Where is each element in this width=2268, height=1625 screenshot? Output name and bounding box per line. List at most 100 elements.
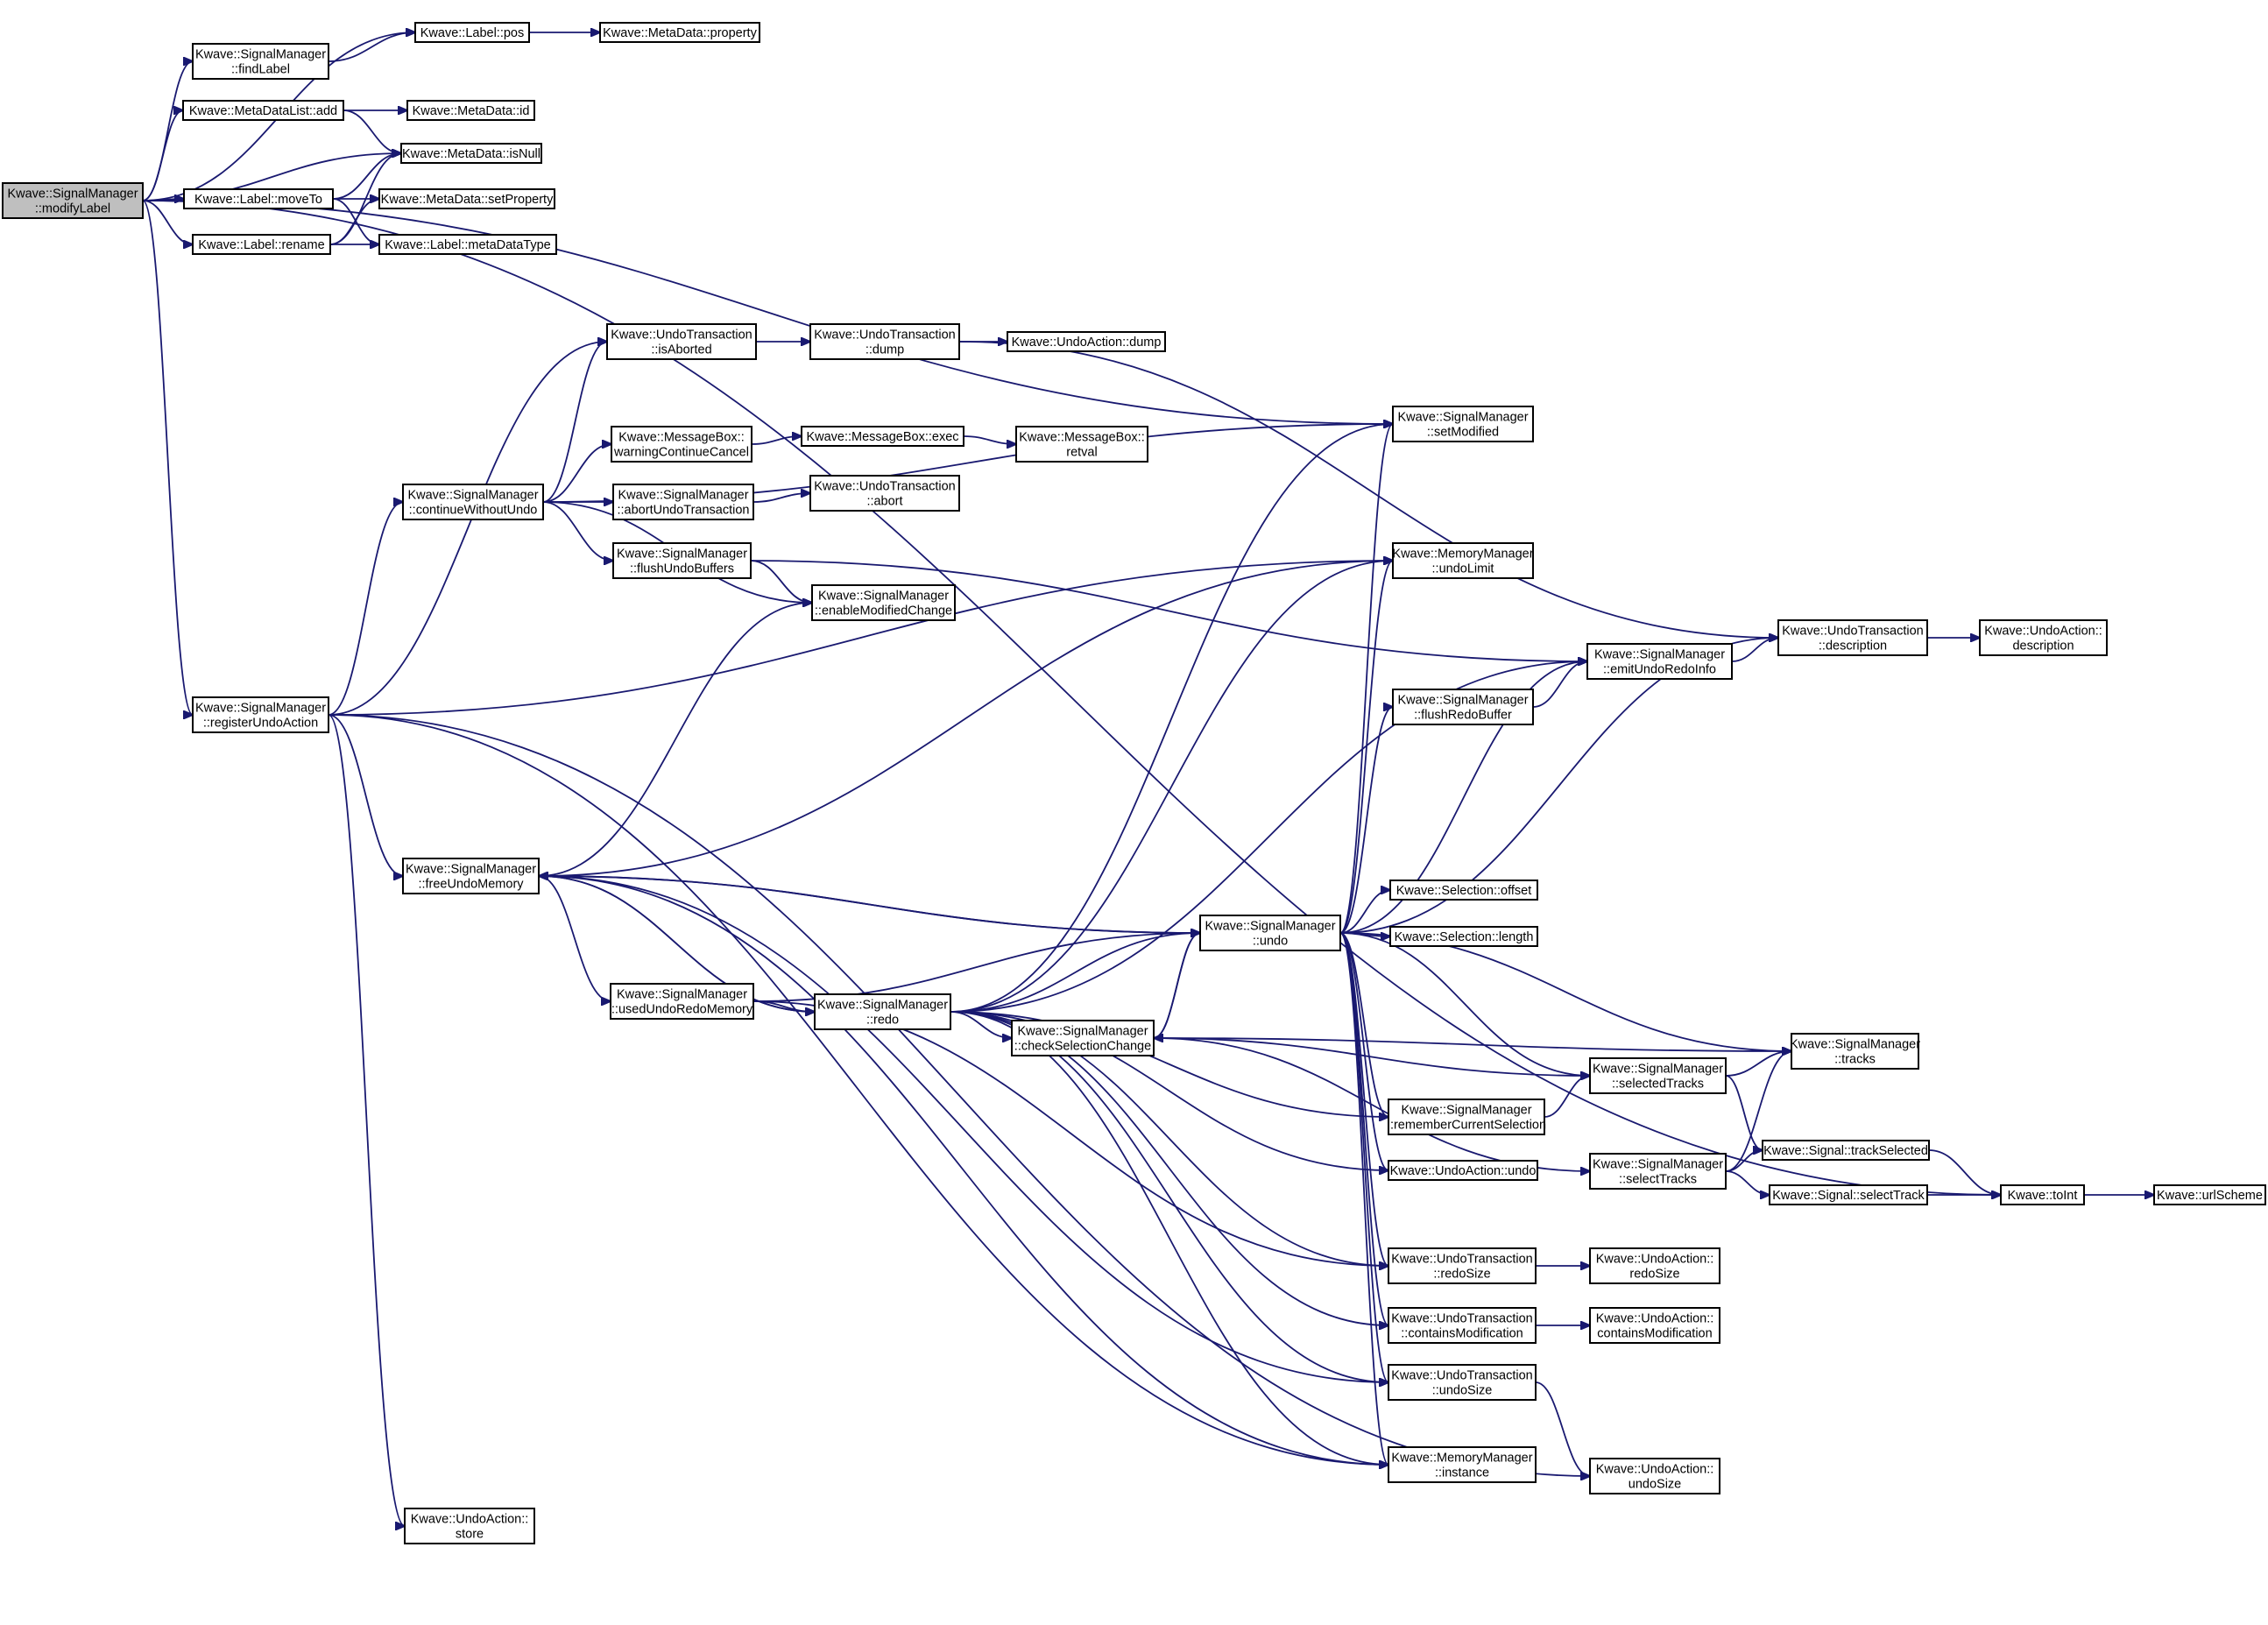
node-smFlushRedoBuffer[interactable]: Kwave::SignalManager::flushRedoBuffer	[1392, 689, 1534, 725]
node-urlScheme[interactable]: Kwave::urlScheme	[2153, 1184, 2266, 1205]
node-smAbortUndoTransaction[interactable]: Kwave::SignalManager::abortUndoTransacti…	[612, 484, 754, 520]
node-box	[814, 993, 951, 1030]
edge-findLabel-to-labelPos	[328, 32, 415, 62]
node-mbRetval[interactable]: Kwave::MessageBox::retval	[1015, 426, 1148, 463]
node-box	[1015, 426, 1148, 463]
node-box	[2, 182, 144, 219]
edge-utDump-to-utDescription	[958, 341, 1778, 638]
node-labelPos[interactable]: Kwave::Label::pos	[414, 22, 530, 43]
node-box	[801, 426, 964, 447]
node-label: ::containsModification	[1401, 1327, 1523, 1341]
edge-smFreeUndoMemory-to-smEnableModifiedChange	[538, 603, 812, 877]
node-smEmitUndoRedoInfo[interactable]: Kwave::SignalManager::emitUndoRedoInfo	[1586, 643, 1733, 680]
node-mmInstance[interactable]: Kwave::MemoryManager::instance	[1388, 1446, 1537, 1483]
node-smUndo[interactable]: Kwave::SignalManager::undo	[1199, 915, 1341, 951]
edge-smRedo-to-mmUndoLimit	[950, 561, 1393, 1013]
node-mbExec[interactable]: Kwave::MessageBox::exec	[801, 426, 964, 447]
node-mdSetProperty[interactable]: Kwave::MetaData::setProperty	[378, 188, 555, 209]
node-box	[1388, 1099, 1545, 1135]
node-box	[1388, 1364, 1537, 1401]
node-smContinueWithoutUndo[interactable]: Kwave::SignalManager::continueWithoutUnd…	[402, 484, 544, 520]
node-label: ::instance	[1435, 1466, 1489, 1480]
node-labelRename[interactable]: Kwave::Label::rename	[192, 234, 331, 255]
node-label: Kwave::Signal::trackSelected	[1763, 1144, 1928, 1158]
node-box	[1392, 689, 1534, 725]
node-box	[1389, 926, 1538, 947]
node-findLabel[interactable]: Kwave::SignalManager::findLabel	[192, 43, 329, 80]
node-toInt[interactable]: Kwave::toInt	[2000, 1184, 2085, 1205]
node-label: retval	[1066, 446, 1097, 460]
node-smSelectTracks[interactable]: Kwave::SignalManager::selectTracks	[1589, 1153, 1727, 1190]
node-selOffset[interactable]: Kwave::Selection::offset	[1389, 880, 1538, 901]
node-label: Kwave::SignalManager	[617, 988, 747, 1002]
node-utUndoSize[interactable]: Kwave::UndoTransaction::undoSize	[1388, 1364, 1537, 1401]
node-label: ::abortUndoTransaction	[618, 504, 750, 518]
node-smSetModified[interactable]: Kwave::SignalManager::setModified	[1392, 406, 1534, 442]
node-mdIsNull[interactable]: Kwave::MetaData::isNull	[400, 143, 542, 164]
node-utAbort[interactable]: Kwave::UndoTransaction::abort	[809, 475, 960, 512]
node-uaRedoSize[interactable]: Kwave::UndoAction::redoSize	[1589, 1247, 1720, 1284]
edge-mbWarning-to-mbExec	[751, 436, 802, 445]
node-label: Kwave::Label::moveTo	[194, 193, 322, 207]
node-uaDescription[interactable]: Kwave::UndoAction::description	[1979, 619, 2108, 656]
node-labelMetaDataType[interactable]: Kwave::Label::metaDataType	[378, 234, 557, 255]
node-label: redoSize	[1629, 1268, 1679, 1282]
node-mdlAdd[interactable]: Kwave::MetaDataList::add	[182, 100, 344, 121]
node-smSelectedTracks[interactable]: Kwave::SignalManager::selectedTracks	[1589, 1057, 1727, 1094]
node-labelMoveTo[interactable]: Kwave::Label::moveTo	[183, 188, 334, 209]
node-box	[610, 983, 754, 1020]
edge-smRegisterUndoAction-to-smFreeUndoMemory	[328, 714, 403, 876]
node-label: ::dump	[866, 343, 904, 357]
node-smRegisterUndoAction[interactable]: Kwave::SignalManager::registerUndoAction	[192, 696, 329, 733]
edge-smUndo-to-smFlushRedoBuffer	[1339, 707, 1393, 934]
node-mdId[interactable]: Kwave::MetaData::id	[406, 100, 535, 121]
node-uaContainsModification[interactable]: Kwave::UndoAction::containsModification	[1589, 1307, 1720, 1344]
node-utDescription[interactable]: Kwave::UndoTransaction::description	[1777, 619, 1928, 656]
node-smRedo[interactable]: Kwave::SignalManager::redo	[814, 993, 951, 1030]
node-box	[192, 43, 329, 80]
node-uaDump[interactable]: Kwave::UndoAction::dump	[1007, 331, 1166, 352]
node-modifyLabel[interactable]: Kwave::SignalManager::modifyLabel	[2, 182, 144, 219]
node-label: Kwave::SignalManager	[1593, 1158, 1723, 1172]
node-smUsedUndoRedoMemory[interactable]: Kwave::SignalManager::usedUndoRedoMemory	[610, 983, 754, 1020]
edge-smRegisterUndoAction-to-uaStore	[328, 714, 405, 1526]
node-smFreeUndoMemory[interactable]: Kwave::SignalManager::freeUndoMemory	[402, 858, 540, 894]
edge-mbExec-to-mbRetval	[963, 435, 1016, 444]
edge-utUndoSize-to-uaUndoSize	[1535, 1381, 1590, 1476]
node-sigSelectTrack[interactable]: Kwave::Signal::selectTrack	[1769, 1184, 1928, 1205]
node-mbWarning[interactable]: Kwave::MessageBox::warningContinueCancel	[611, 426, 752, 463]
node-utDump[interactable]: Kwave::UndoTransaction::dump	[809, 323, 960, 360]
node-smCheckSelectionChange[interactable]: Kwave::SignalManager::checkSelectionChan…	[1011, 1020, 1155, 1056]
node-label: Kwave::SignalManager	[1397, 411, 1528, 425]
edge-smRedo-to-smRememberCurrentSelection	[950, 1011, 1388, 1117]
node-label: ::freeUndoMemory	[418, 878, 524, 892]
node-utIsAborted[interactable]: Kwave::UndoTransaction::isAborted	[606, 323, 757, 360]
node-utRedoSize[interactable]: Kwave::UndoTransaction::redoSize	[1388, 1247, 1537, 1284]
node-label: Kwave::SignalManager	[1594, 648, 1725, 662]
node-uaUndo[interactable]: Kwave::UndoAction::undo	[1388, 1160, 1538, 1181]
node-sigTrackSelected[interactable]: Kwave::Signal::trackSelected	[1762, 1140, 1930, 1161]
node-mdProperty[interactable]: Kwave::MetaData::property	[599, 22, 760, 43]
node-mmUndoLimit[interactable]: Kwave::MemoryManager::undoLimit	[1392, 542, 1534, 579]
node-box	[378, 188, 555, 209]
node-utContainsModification[interactable]: Kwave::UndoTransaction::containsModifica…	[1388, 1307, 1537, 1344]
node-smFlushUndoBuffers[interactable]: Kwave::SignalManager::flushUndoBuffers	[612, 542, 752, 579]
node-box	[599, 22, 760, 43]
node-box	[1199, 915, 1341, 951]
node-label: Kwave::MessageBox::	[1019, 431, 1144, 445]
node-smTracks[interactable]: Kwave::SignalManager::tracks	[1790, 1033, 1920, 1070]
node-selLength[interactable]: Kwave::Selection::length	[1389, 926, 1538, 947]
node-box	[406, 100, 535, 121]
node-label: Kwave::SignalManager	[195, 702, 326, 716]
edge-smRememberCurrentSelection-to-smSelectedTracks	[1544, 1076, 1590, 1118]
node-label: Kwave::MetaData::setProperty	[381, 193, 554, 207]
node-label: Kwave::UndoTransaction	[1391, 1369, 1532, 1383]
node-uaStore[interactable]: Kwave::UndoAction::store	[404, 1508, 535, 1544]
node-uaUndoSize[interactable]: Kwave::UndoAction::undoSize	[1589, 1458, 1720, 1494]
edge-smRedo-to-utUndoSize	[950, 1011, 1388, 1382]
node-box	[402, 858, 540, 894]
edge-mdlAdd-to-mdIsNull	[343, 110, 401, 153]
node-smEnableModifiedChange[interactable]: Kwave::SignalManager::enableModifiedChan…	[811, 584, 956, 621]
node-smRememberCurrentSelection[interactable]: Kwave::SignalManager::rememberCurrentSel…	[1387, 1099, 1546, 1135]
